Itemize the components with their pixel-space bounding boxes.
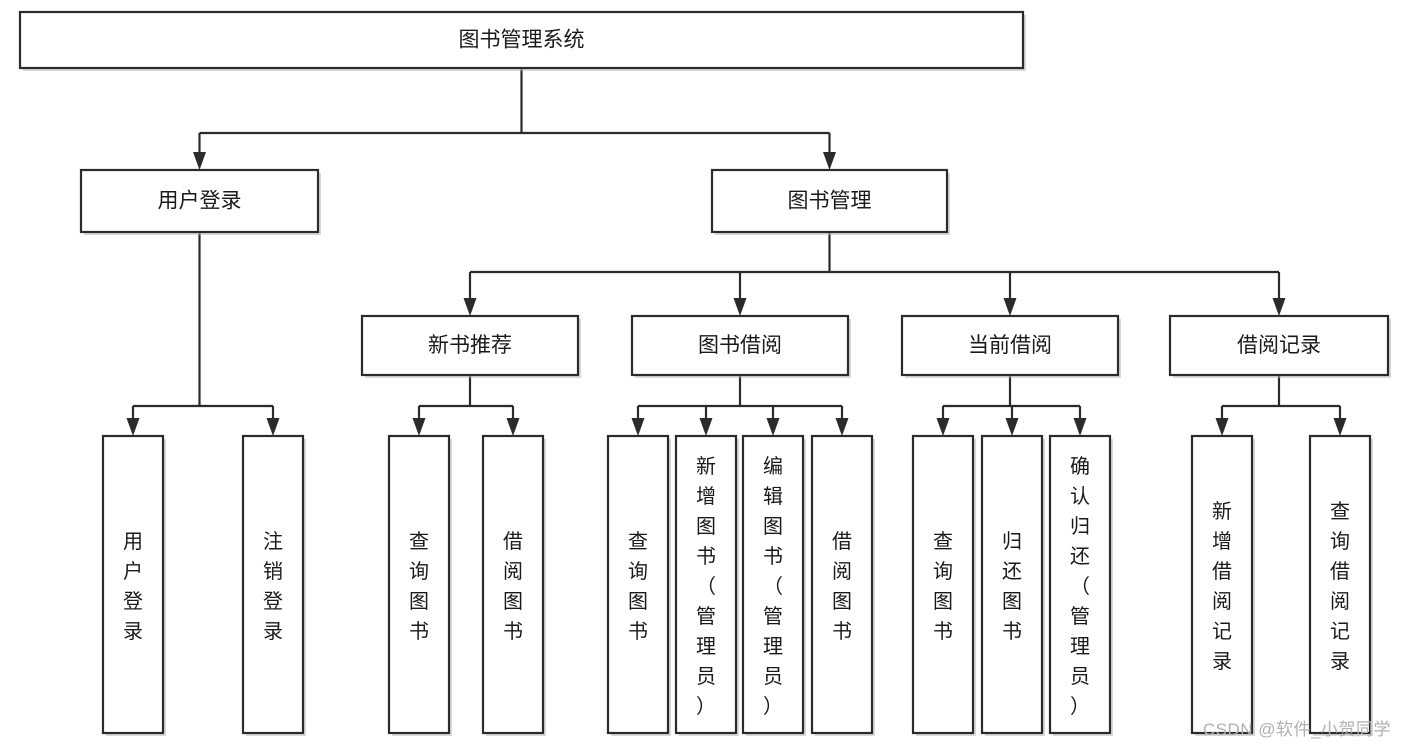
node-layer: 图书管理系统用户登录图书管理新书推荐图书借阅当前借阅借阅记录用户登录注销登录查询… <box>18 10 1391 736</box>
node-leaf-query-book-2[interactable]: 查询图书 <box>606 434 671 736</box>
arrow-head-icon <box>766 418 780 436</box>
node-box[interactable] <box>1168 314 1390 377</box>
node-leaf-borrow-book-2[interactable]: 借阅图书 <box>810 434 875 736</box>
node-box[interactable] <box>606 434 670 735</box>
node-box[interactable] <box>630 314 850 377</box>
node-label: 图书管理系统 <box>459 29 585 52</box>
edge-group-root <box>193 68 836 170</box>
arrow-head-icon <box>126 418 140 436</box>
node-label: 确认归还（管理员） <box>1070 455 1090 718</box>
arrow-head-icon <box>631 418 645 436</box>
node-book-manage[interactable]: 图书管理 <box>710 168 950 235</box>
node-leaf-edit-book[interactable]: 编辑图书（管理员） <box>741 434 806 736</box>
node-label: 归还图书 <box>1002 530 1022 643</box>
node-box[interactable] <box>710 168 949 234</box>
node-current-borrow[interactable]: 当前借阅 <box>900 314 1121 378</box>
arrow-head-icon <box>1073 418 1087 436</box>
node-user-login[interactable]: 用户登录 <box>79 168 321 235</box>
node-leaf-add-record[interactable]: 新增借阅记录 <box>1190 434 1255 736</box>
node-new-book-recommend[interactable]: 新书推荐 <box>360 314 581 378</box>
node-label: 新书推荐 <box>428 334 512 357</box>
node-box[interactable] <box>241 434 305 735</box>
node-box[interactable] <box>911 434 975 735</box>
arrow-head-icon <box>1272 298 1286 316</box>
edge-group-book-borrow <box>631 375 849 436</box>
arrow-head-icon <box>936 418 950 436</box>
node-label: 新增借阅记录 <box>1212 500 1232 673</box>
node-label: 编辑图书（管理员） <box>763 455 783 718</box>
node-label: 借阅图书 <box>503 530 523 643</box>
node-box[interactable] <box>79 168 320 234</box>
node-label: 查询图书 <box>409 530 429 643</box>
arrow-head-icon <box>1005 418 1019 436</box>
node-label: 借阅图书 <box>832 530 852 643</box>
arrow-head-icon <box>506 418 520 436</box>
edge-group-book-manage <box>463 232 1286 316</box>
node-label: 查询图书 <box>628 530 648 643</box>
node-box[interactable] <box>810 434 874 735</box>
arrow-head-icon <box>193 152 206 170</box>
edge-group-current-borrow <box>936 375 1087 436</box>
edge-group-user-login <box>126 232 280 436</box>
arrow-head-icon <box>1333 418 1347 436</box>
node-box[interactable] <box>1308 434 1372 735</box>
node-label: 借阅记录 <box>1237 334 1321 357</box>
node-label: 图书管理 <box>788 190 872 213</box>
arrow-head-icon <box>835 418 849 436</box>
node-leaf-query-book-1[interactable]: 查询图书 <box>387 434 452 736</box>
node-leaf-confirm-return[interactable]: 确认归还（管理员） <box>1048 434 1113 736</box>
node-label: 当前借阅 <box>968 334 1052 357</box>
node-label: 查询图书 <box>933 530 953 643</box>
node-leaf-add-book[interactable]: 新增图书（管理员） <box>674 434 739 736</box>
arrow-head-icon <box>823 152 836 170</box>
node-box[interactable] <box>900 314 1120 377</box>
node-box[interactable] <box>1190 434 1254 735</box>
node-book-borrow[interactable]: 图书借阅 <box>630 314 851 378</box>
node-box[interactable] <box>1048 434 1112 735</box>
node-box[interactable] <box>674 434 738 735</box>
node-leaf-query-book-3[interactable]: 查询图书 <box>911 434 976 736</box>
node-box[interactable] <box>360 314 580 377</box>
node-label: 查询借阅记录 <box>1330 500 1350 673</box>
node-box[interactable] <box>101 434 165 735</box>
node-label: 用户登录 <box>158 190 242 213</box>
node-label: 用户登录 <box>123 531 143 643</box>
node-label: 新增图书（管理员） <box>696 455 716 718</box>
node-box[interactable] <box>980 434 1044 735</box>
node-box[interactable] <box>481 434 545 735</box>
node-leaf-return-book[interactable]: 归还图书 <box>980 434 1045 736</box>
edge-layer <box>126 68 1347 436</box>
edge-group-new-book-recommend <box>412 375 520 436</box>
arrow-head-icon <box>1215 418 1229 436</box>
node-leaf-borrow-book-1[interactable]: 借阅图书 <box>481 434 546 736</box>
node-root[interactable]: 图书管理系统 <box>18 10 1026 71</box>
node-borrow-record[interactable]: 借阅记录 <box>1168 314 1391 378</box>
node-label: 注销登录 <box>263 530 283 643</box>
node-box[interactable] <box>741 434 805 735</box>
edge-group-borrow-record <box>1215 375 1347 436</box>
node-label: 图书借阅 <box>698 334 782 357</box>
node-leaf-query-record[interactable]: 查询借阅记录 <box>1308 434 1373 736</box>
arrow-head-icon <box>266 418 280 436</box>
arrow-head-icon <box>699 418 713 436</box>
node-box[interactable] <box>18 10 1025 70</box>
arrow-head-icon <box>1003 298 1017 316</box>
arrow-head-icon <box>412 418 426 436</box>
node-leaf-user-login[interactable]: 用户登录 <box>101 434 166 736</box>
arrow-head-icon <box>733 298 747 316</box>
node-leaf-logout[interactable]: 注销登录 <box>241 434 306 736</box>
arrow-head-icon <box>463 298 477 316</box>
node-box[interactable] <box>387 434 451 735</box>
